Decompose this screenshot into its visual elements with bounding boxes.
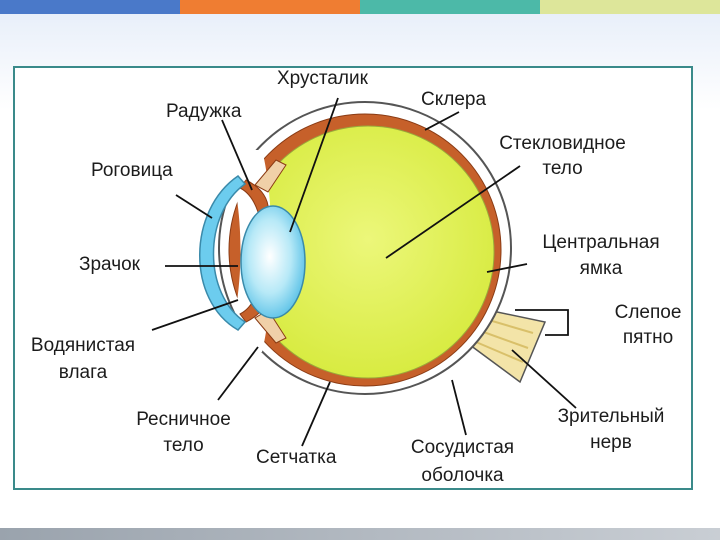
label-choroid-line2: оболочка [421, 465, 504, 486]
top-bar-segment-lime [540, 0, 720, 14]
label-optic-nerve-line1: Зрительный [557, 406, 665, 427]
label-lens: Хрусталик [277, 68, 368, 89]
label-pupil: Зрачок [79, 254, 140, 275]
lens [240, 205, 306, 319]
leader-lines [151, 97, 577, 447]
label-fovea-line2: ямка [579, 258, 623, 279]
label-ciliary-body: Ресничное тело [116, 409, 251, 457]
label-ciliary-line2: тело [163, 435, 204, 456]
ciliary-body-upper [254, 159, 287, 193]
label-sclera: Склера [421, 89, 487, 110]
label-optic-nerve: Зрительный нерв [535, 406, 687, 454]
label-aqueous: Водянистая влага [12, 335, 154, 384]
label-retina: Сетчатка [256, 447, 337, 468]
label-optic-nerve-line2: нерв [590, 432, 632, 453]
label-blind-spot-line2: пятно [622, 327, 674, 348]
label-blind-spot-line1: Слепое [614, 302, 682, 323]
label-vitreous-line2: тело [542, 158, 583, 179]
bottom-bar [0, 528, 720, 540]
label-blind-spot: Слепое пятно [598, 302, 698, 349]
top-bar-segment-blue [0, 0, 180, 14]
label-vitreous-line1: Стекловидное [499, 133, 626, 154]
label-iris: Радужка [166, 101, 242, 122]
label-fovea-line1: Центральная [542, 232, 660, 253]
top-color-bar [0, 0, 720, 14]
label-vitreous: Стекловидное тело [480, 133, 645, 180]
top-bar-segment-teal [360, 0, 540, 14]
cornea [199, 175, 247, 331]
label-choroid: Сосудистая оболочка [390, 437, 535, 487]
label-aqueous-line2: влага [58, 362, 108, 383]
label-cornea: Роговица [91, 160, 173, 181]
label-aqueous-line1: Водянистая [30, 335, 136, 356]
top-bar-segment-orange [180, 0, 360, 14]
label-fovea: Центральная ямка [525, 232, 677, 280]
label-ciliary-line1: Ресничное [136, 409, 231, 430]
label-choroid-line1: Сосудистая [410, 437, 515, 458]
